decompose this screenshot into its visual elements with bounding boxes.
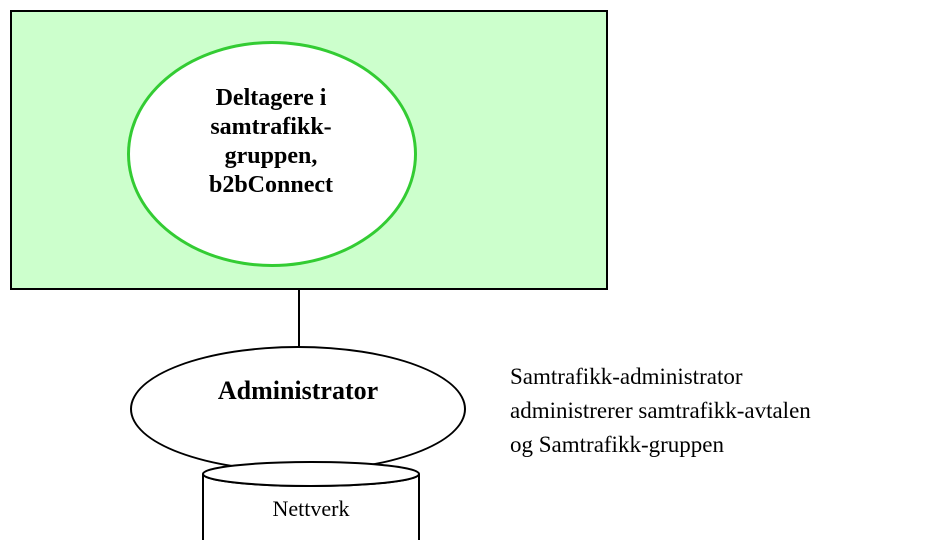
description-line: Samtrafikk-administrator: [510, 364, 743, 389]
connector-line: [298, 290, 300, 348]
administrator-description: Samtrafikk-administrator administrerer s…: [510, 360, 930, 462]
participants-label: Deltagere i samtrafikk- gruppen, b2bConn…: [208, 85, 334, 198]
participants-ellipse: [127, 41, 417, 267]
description-line: administrerer samtrafikk-avtalen: [510, 398, 811, 423]
network-cylinder: [202, 461, 420, 540]
administrator-label: Administrator: [217, 376, 379, 405]
network-label: Nettverk: [272, 496, 350, 521]
administrator-ellipse: [130, 346, 466, 472]
diagram: Deltagere i samtrafikk- gruppen, b2bConn…: [10, 10, 930, 540]
description-line: og Samtrafikk-gruppen: [510, 432, 724, 457]
